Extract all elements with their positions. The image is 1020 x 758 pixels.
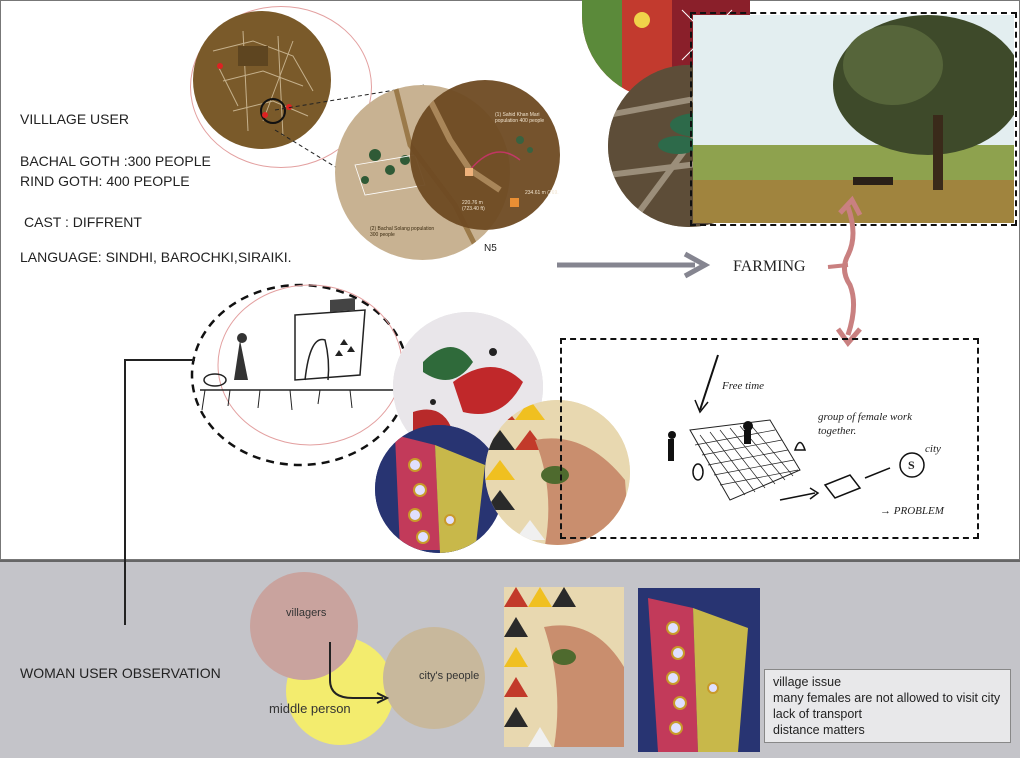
village-map-thumbnail bbox=[193, 11, 331, 149]
venn-flow-arrow bbox=[329, 642, 390, 704]
farming-photo bbox=[693, 15, 1014, 223]
farming-link-arrows bbox=[827, 195, 863, 348]
road-label-n5: N5 bbox=[484, 243, 497, 254]
issue-line: distance matters bbox=[773, 723, 865, 737]
map-distance-1: 220.76 m (723.40 ft) bbox=[462, 200, 485, 212]
map-label-bachal: (2) Bachal Solang population 300 people bbox=[370, 226, 435, 238]
village-user-title: VILLLAGE USER bbox=[20, 111, 129, 127]
language-text: LANGUAGE: SINDHI, BAROCHKI,SIRAIKI. bbox=[20, 249, 292, 265]
village-sketch-circle bbox=[190, 283, 410, 467]
map-distance-2: 234.61 m (769. bbox=[525, 190, 559, 196]
issue-title: village issue bbox=[773, 675, 842, 689]
section-connector-line bbox=[124, 359, 195, 625]
village-issue-box: village issue many females are not allow… bbox=[764, 669, 1011, 743]
city-note: city bbox=[925, 443, 941, 455]
middle-person-label: middle person bbox=[269, 701, 351, 716]
villagers-circle bbox=[250, 572, 358, 680]
problem-note: → PROBLEM bbox=[880, 505, 944, 517]
issue-line: many females are not allowed to visit ci… bbox=[773, 691, 1001, 705]
sketch-notes-box bbox=[560, 338, 979, 539]
population-bachal: BACHAL GOTH :300 PEOPLE bbox=[20, 153, 211, 169]
group-female-note: group of female work together. bbox=[818, 411, 912, 437]
population-rind: RIND GOTH: 400 PEOPLE bbox=[20, 173, 190, 189]
hand-embroidery-photo-square bbox=[504, 587, 624, 747]
map-outline-ring bbox=[190, 6, 372, 168]
villagers-label: villagers bbox=[286, 607, 327, 619]
issue-line: lack of transport bbox=[773, 707, 862, 721]
free-time-note: Free time bbox=[722, 380, 765, 392]
mirror-work-photo-square bbox=[638, 588, 760, 752]
city-people-circle bbox=[383, 627, 485, 729]
cast-text: CAST : DIFFRENT bbox=[24, 214, 142, 230]
farming-arrow bbox=[557, 251, 711, 279]
sahid-map-circle bbox=[410, 80, 560, 230]
woman-observation-title: WOMAN USER OBSERVATION bbox=[20, 665, 221, 681]
map-label-sahid: (1) Sahid Khan Mari population 400 peopl… bbox=[495, 112, 545, 124]
city-people-label: city's people bbox=[419, 670, 480, 682]
farming-label: FARMING bbox=[733, 258, 806, 275]
city-marker: S bbox=[908, 458, 915, 472]
mirror-work-photo bbox=[375, 425, 503, 553]
sketch-notes-drawing bbox=[668, 354, 925, 501]
